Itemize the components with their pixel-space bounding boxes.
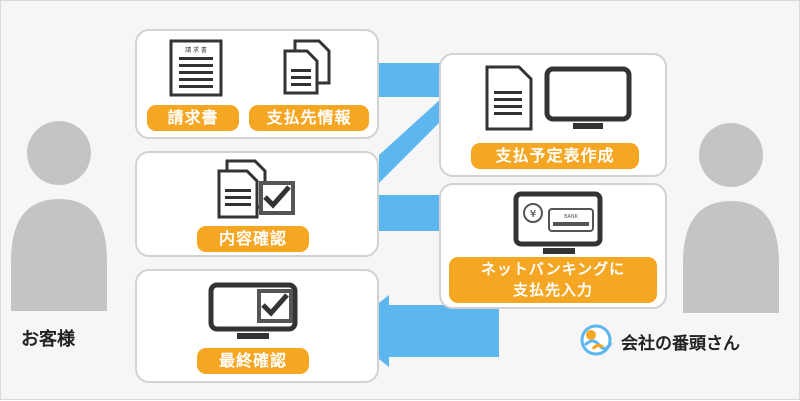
monitor-check-icon [208, 282, 298, 339]
brand-name: 会社の番頭さん [621, 334, 740, 354]
final-label: 最終確認 [197, 348, 309, 374]
document-monitor-icon [485, 65, 632, 131]
stacked-documents-icon [283, 39, 331, 95]
payment-info-label: 支払先情報 [249, 105, 369, 131]
arrow-segment-middle [379, 195, 443, 231]
arrow-return [343, 295, 499, 367]
document-check-icon [217, 159, 295, 219]
banking-label-line1: ネットバンキングに [480, 260, 626, 278]
bank-card-text: BANK [564, 214, 579, 220]
banto-logo-icon [580, 324, 613, 356]
customer-person-icon [11, 121, 107, 311]
invoice-document-icon: 請 求 書 [169, 39, 223, 97]
review-label: 内容確認 [197, 226, 309, 252]
banking-label: ネットバンキングに 支払先入力 [449, 257, 657, 303]
invoice-doc-heading: 請 求 書 [185, 46, 207, 54]
arrow-segment-diagonal [379, 97, 443, 183]
monitor-bank-icon: ¥ BANK [513, 191, 603, 254]
banking-label-line2: 支払先入力 [512, 281, 593, 299]
invoice-label: 請求書 [147, 105, 239, 131]
arrow-segment-top [379, 63, 443, 97]
staff-person-icon [683, 123, 779, 313]
customer-name: お客様 [21, 329, 75, 350]
brand: 会社の番頭さん [579, 323, 779, 363]
schedule-label: 支払予定表作成 [471, 143, 639, 169]
yen-sign: ¥ [530, 209, 536, 220]
